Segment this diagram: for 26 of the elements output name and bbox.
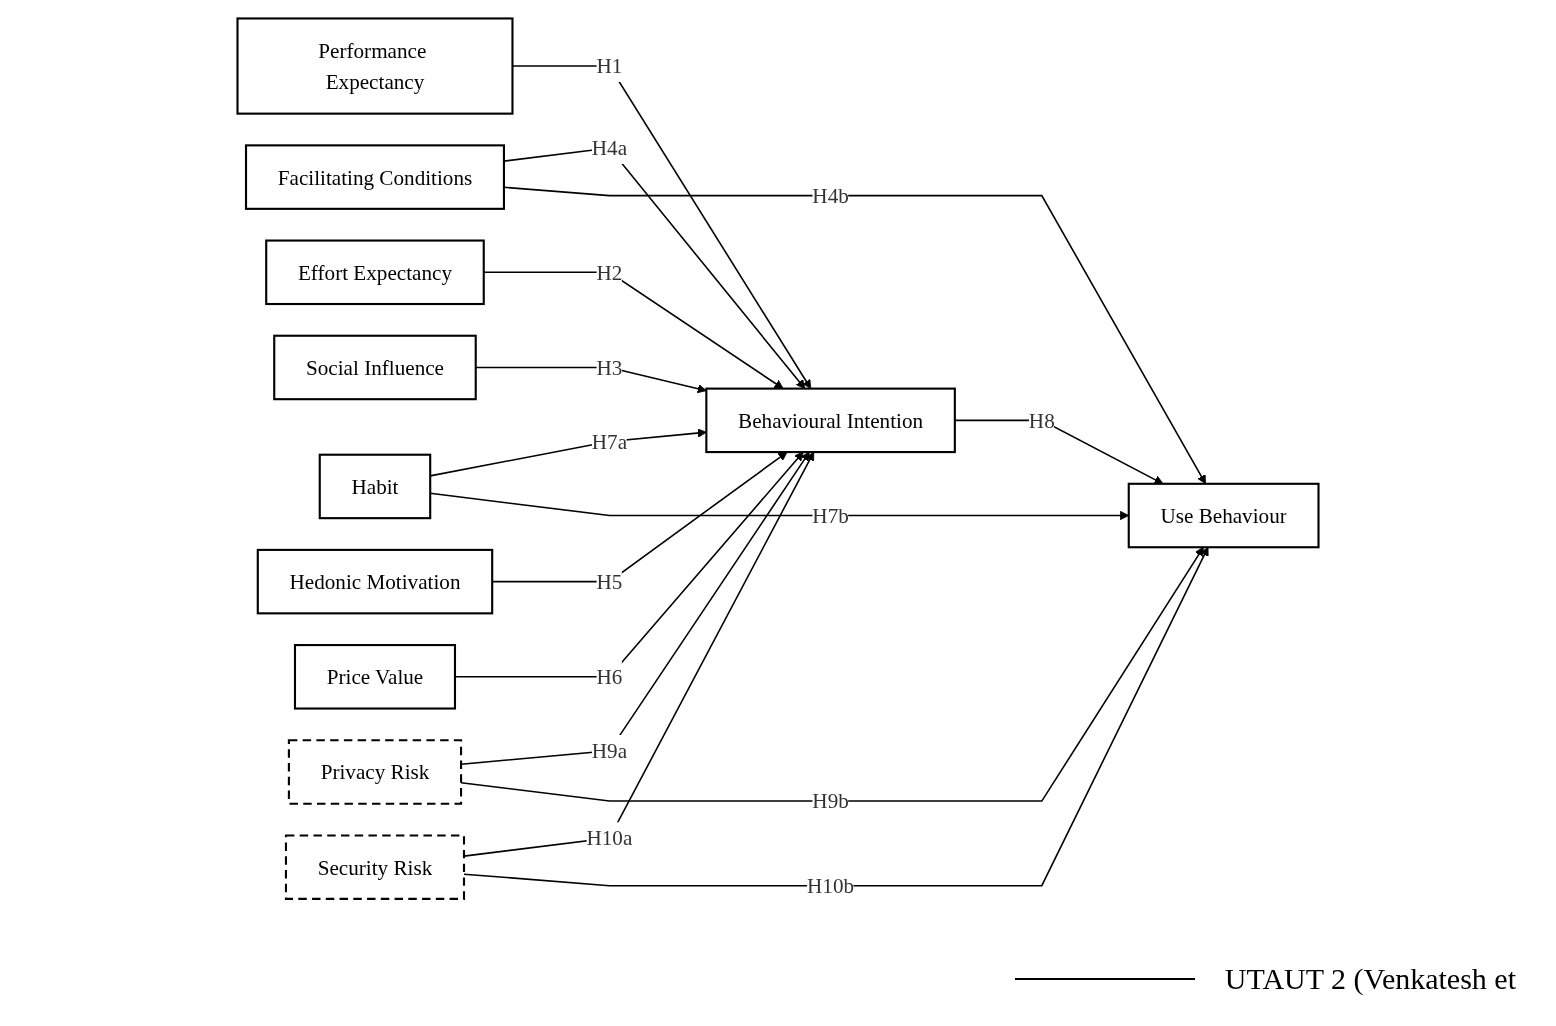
edge-label: H9a: [591, 739, 628, 763]
legend-text: UTAUT 2 (Venkatesh et: [1224, 962, 1516, 996]
edge-label: H10a: [586, 826, 633, 850]
edge-label: H5: [596, 569, 623, 594]
edge-label: H9b: [812, 789, 849, 813]
edge-label: H4b: [812, 183, 849, 208]
node-box: Hedonic Motivation: [256, 548, 494, 615]
edge-label: H1: [596, 54, 623, 78]
node-box: Effort Expectancy: [265, 239, 485, 306]
node-box: Privacy Risk: [287, 739, 463, 805]
edge-label: H7b: [812, 503, 849, 528]
edge-label: H3: [596, 355, 623, 380]
node-box: Use Behaviour: [1127, 482, 1320, 549]
edge-label: H10b: [807, 874, 855, 898]
node-box: Security Risk: [284, 834, 466, 900]
edge-label: H8: [1028, 408, 1055, 432]
edge-label: H2: [596, 260, 623, 284]
node-box: Performance Expectancy: [236, 17, 514, 115]
edge-label: H7a: [591, 429, 628, 454]
edge-label: H6: [596, 665, 623, 689]
node-box: Habit: [318, 453, 432, 520]
edge-label: H4a: [591, 136, 628, 160]
node-box: Facilitating Conditions: [244, 144, 505, 210]
node-box: Price Value: [293, 644, 457, 710]
node-box: Social Influence: [273, 334, 477, 401]
node-box: Behavioural Intention: [705, 387, 956, 454]
